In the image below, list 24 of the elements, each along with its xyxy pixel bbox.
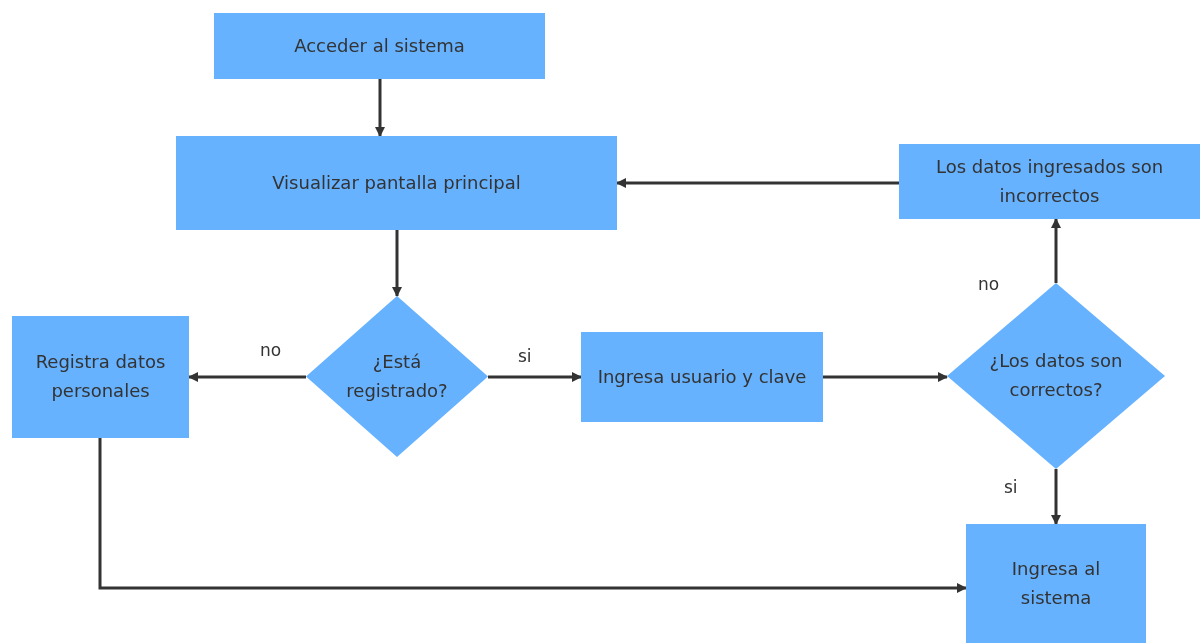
process-box xyxy=(176,136,617,230)
process-box xyxy=(214,13,545,79)
process-text: Acceder al sistema xyxy=(294,33,465,58)
arrow xyxy=(375,79,385,137)
process-text: Ingresa al sistema xyxy=(1010,556,1102,610)
process-box xyxy=(581,332,823,422)
process-box xyxy=(12,316,189,438)
arrow xyxy=(392,230,402,297)
process-box xyxy=(966,524,1146,643)
arrow xyxy=(823,372,948,382)
process-box xyxy=(899,144,1200,219)
arrow xyxy=(1051,469,1061,525)
process-text: Visualizar pantalla principal xyxy=(272,170,521,195)
arrow xyxy=(488,372,582,382)
decision-diamond xyxy=(306,296,488,457)
process-text: Ingresa usuario y clave xyxy=(597,364,807,389)
process-text: Registra datos personales xyxy=(34,350,167,403)
arrow xyxy=(188,372,306,382)
arrow xyxy=(616,178,899,188)
decision-text: ¿Los datos son correctos? xyxy=(988,349,1124,402)
process-text: Los datos ingresados son incorrectos xyxy=(934,154,1165,208)
arrow xyxy=(1051,218,1061,283)
decision-text: ¿Está registrado? xyxy=(345,349,449,403)
arrow xyxy=(98,438,967,593)
